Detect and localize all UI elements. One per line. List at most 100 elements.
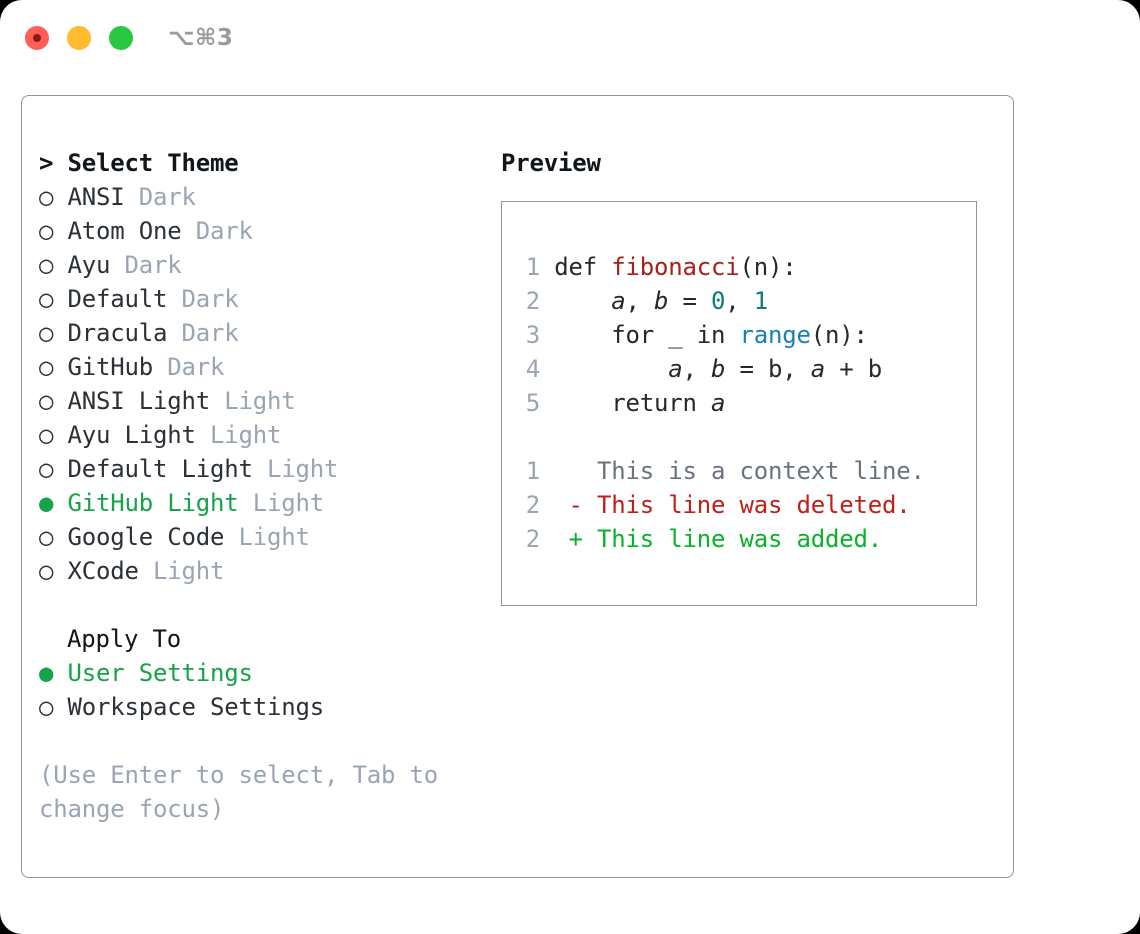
code-token: b	[768, 355, 783, 383]
code-token: ,	[625, 287, 654, 315]
theme-name: XCode	[53, 557, 139, 585]
line-number: 5	[525, 389, 540, 417]
line-number: 2	[525, 525, 540, 553]
diff-text: This line was deleted.	[597, 491, 911, 519]
close-button[interactable]	[25, 26, 49, 50]
theme-variant: Dark	[110, 251, 182, 279]
theme-name: Dracula	[53, 319, 168, 347]
main-panel: > Select Theme ○ ANSI Dark○ Atom One Dar…	[21, 95, 1014, 878]
theme-list-item[interactable]: ● GitHub Light Light	[39, 486, 479, 520]
code-token: 1	[753, 287, 768, 315]
diff-line: 2 + This line was added.	[518, 522, 925, 556]
theme-list-item[interactable]: ○ ANSI Light Light	[39, 384, 479, 418]
radio-unselected-icon: ○	[39, 693, 54, 721]
diff-sign: -	[540, 491, 597, 519]
code-token	[540, 355, 668, 383]
preview-column: Preview 1 def fibonacci(n):2 a, b = 0, 1…	[501, 146, 1001, 606]
theme-name: ANSI Light	[53, 387, 210, 415]
theme-variant: Light	[252, 455, 339, 483]
diff-line: 2 - This line was deleted.	[518, 488, 925, 522]
code-token: a	[668, 355, 683, 383]
code-token: a	[711, 389, 726, 417]
code-line: 3 for _ in range(n):	[518, 318, 925, 352]
theme-list-item[interactable]: ○ Ayu Light Light	[39, 418, 479, 452]
code-token: =	[668, 287, 711, 315]
theme-list-item[interactable]: ○ Dracula Dark	[39, 316, 479, 350]
zoom-button[interactable]	[109, 26, 133, 50]
code-token	[540, 287, 611, 315]
line-number: 2	[525, 287, 540, 315]
radio-unselected-icon: ○	[39, 183, 54, 211]
code-token: 0	[711, 287, 726, 315]
theme-variant: Light	[210, 387, 296, 415]
radio-unselected-icon: ○	[39, 455, 54, 483]
theme-name: Default	[53, 285, 168, 313]
theme-list-item[interactable]: ○ XCode Light	[39, 554, 479, 588]
theme-list-item[interactable]: ○ GitHub Dark	[39, 350, 479, 384]
title-bar: ⌥⌘3	[0, 0, 1140, 76]
radio-unselected-icon: ○	[39, 251, 54, 279]
theme-list-item[interactable]: ○ Default Light Light	[39, 452, 479, 486]
code-blank-line	[518, 420, 925, 454]
radio-unselected-icon: ○	[39, 285, 54, 313]
apply-to-title: Apply To	[67, 625, 181, 653]
code-token: ,	[782, 355, 811, 383]
apply-to-options[interactable]: ● User Settings○ Workspace Settings	[39, 656, 479, 724]
theme-name: Google Code	[53, 523, 225, 551]
traffic-light-buttons	[25, 26, 133, 50]
apply-to-label: Workspace Settings	[53, 693, 324, 721]
code-token: b	[867, 355, 882, 383]
apply-to-option[interactable]: ○ Workspace Settings	[39, 690, 479, 724]
theme-selection-column: > Select Theme ○ ANSI Dark○ Atom One Dar…	[39, 146, 479, 826]
theme-variant: Dark	[167, 319, 239, 347]
theme-list[interactable]: ○ ANSI Dark○ Atom One Dark○ Ayu Dark○ De…	[39, 180, 479, 588]
theme-list-item[interactable]: ○ Atom One Dark	[39, 214, 479, 248]
radio-unselected-icon: ○	[39, 319, 54, 347]
theme-variant: Dark	[181, 217, 253, 245]
radio-unselected-icon: ○	[39, 353, 54, 381]
code-token: =	[725, 355, 768, 383]
theme-name: Ayu	[53, 251, 111, 279]
radio-unselected-icon: ○	[39, 421, 54, 449]
code-token: +	[825, 355, 868, 383]
apply-to-option[interactable]: ● User Settings	[39, 656, 479, 690]
theme-variant: Dark	[167, 285, 239, 313]
theme-list-item[interactable]: ○ ANSI Dark	[39, 180, 479, 214]
line-number: 1	[525, 253, 540, 281]
theme-variant: Light	[238, 489, 324, 517]
spacer	[39, 588, 479, 622]
theme-list-item[interactable]: ○ Google Code Light	[39, 520, 479, 554]
radio-selected-icon: ●	[39, 489, 54, 517]
theme-list-item[interactable]: ○ Ayu Dark	[39, 248, 479, 282]
code-token: (n):	[739, 253, 797, 281]
keyboard-shortcut-label: ⌥⌘3	[168, 25, 234, 51]
theme-name: ANSI	[53, 183, 125, 211]
line-number: 3	[525, 321, 540, 349]
radio-unselected-icon: ○	[39, 557, 54, 585]
code-token: b	[711, 355, 726, 383]
diff-line: 1 This is a context line.	[518, 454, 925, 488]
theme-variant: Dark	[124, 183, 196, 211]
apply-to-label: User Settings	[53, 659, 253, 687]
code-token: def	[540, 253, 612, 281]
minimize-button[interactable]	[67, 26, 91, 50]
theme-list-item[interactable]: ○ Default Dark	[39, 282, 479, 316]
theme-variant: Dark	[153, 353, 225, 381]
code-line: 5 return a	[518, 386, 925, 420]
code-token: for _ in	[540, 321, 740, 349]
code-token: range	[739, 321, 811, 349]
theme-name: GitHub Light	[53, 489, 239, 517]
line-number: 2	[525, 491, 540, 519]
diff-text: This is a context line.	[597, 457, 925, 485]
code-token: a	[611, 287, 626, 315]
theme-variant: Light	[138, 557, 225, 585]
keyboard-hint: (Use Enter to select, Tab to change focu…	[39, 761, 438, 823]
theme-name: Atom One	[53, 217, 182, 245]
radio-unselected-icon: ○	[39, 523, 54, 551]
preview-title: Preview	[501, 149, 601, 177]
code-token: (n):	[810, 321, 868, 349]
line-number: 4	[525, 355, 540, 383]
